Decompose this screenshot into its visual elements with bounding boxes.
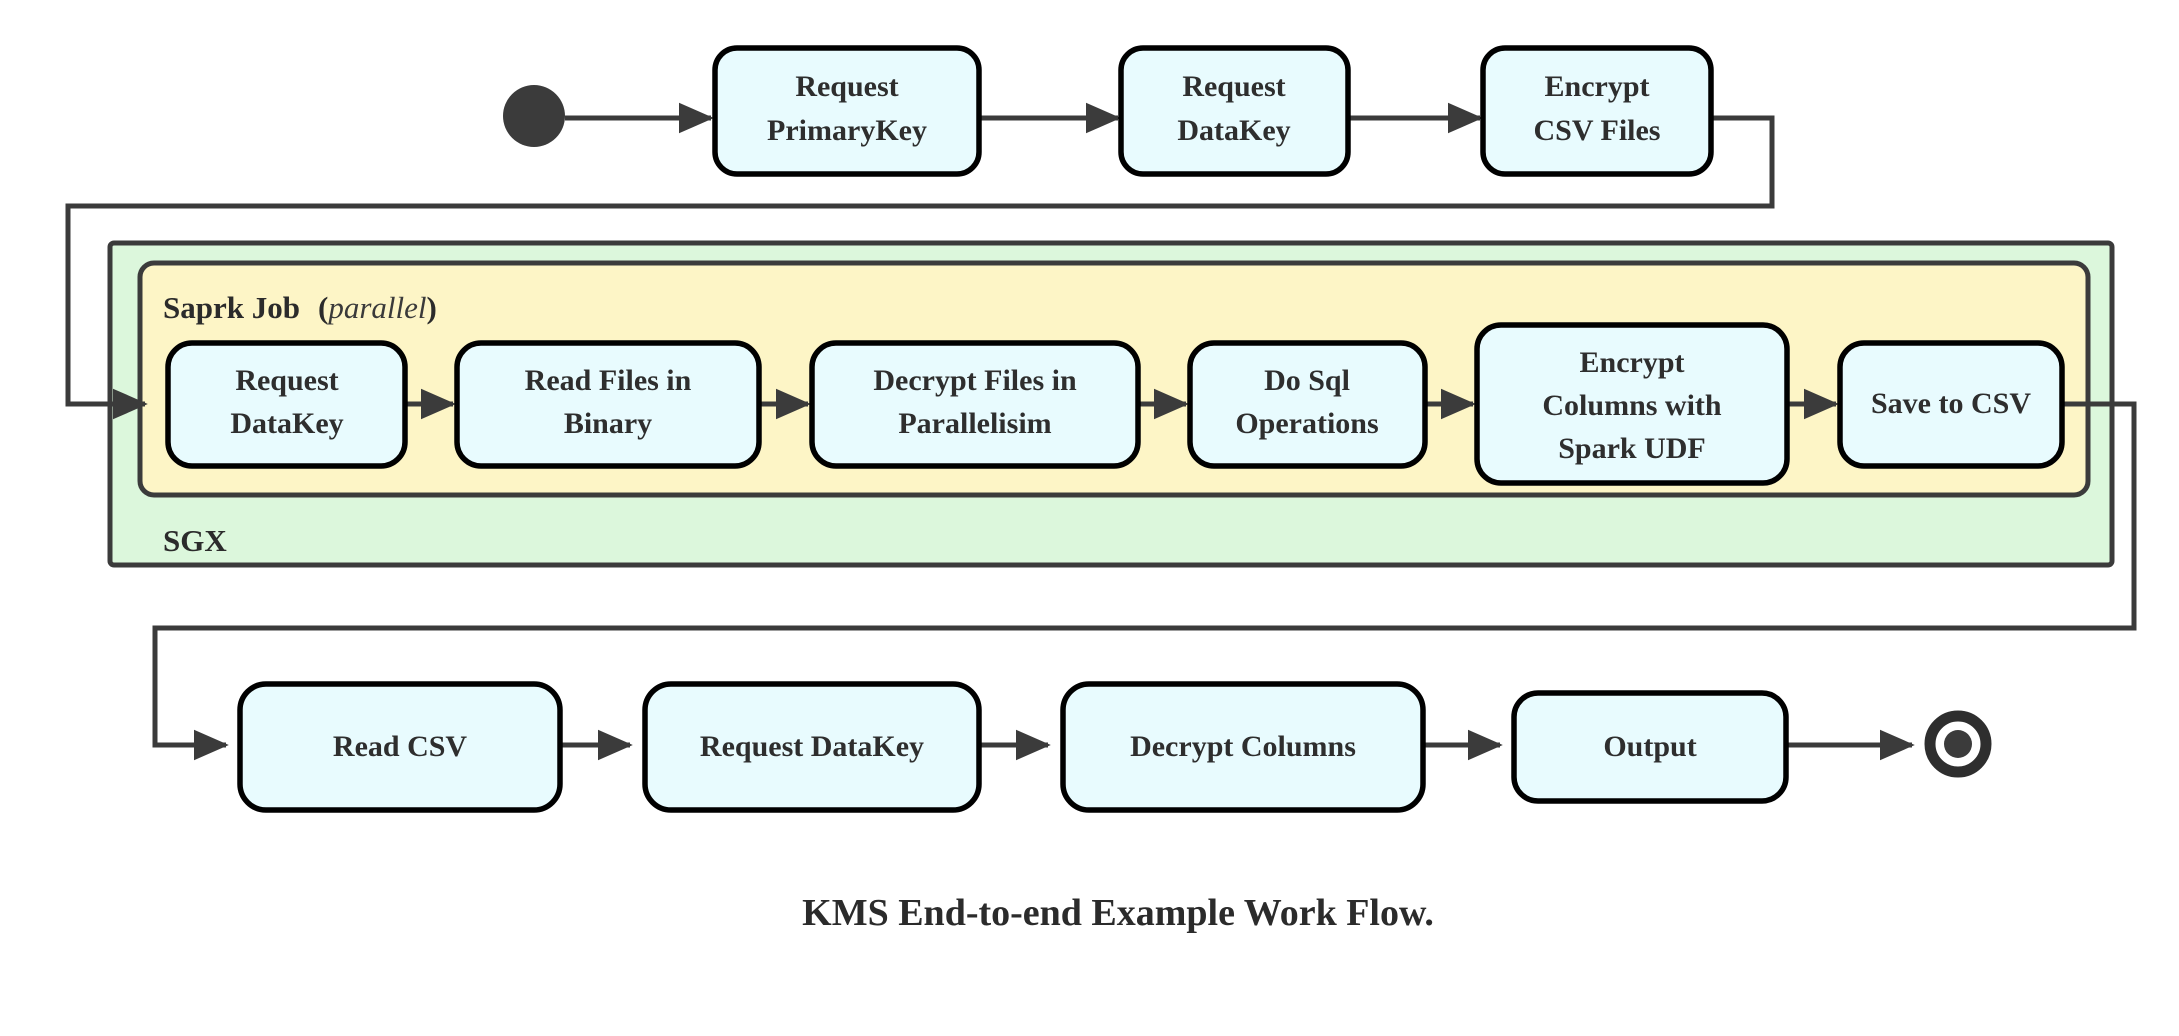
spark-job-label-paren-close: ) xyxy=(426,290,436,325)
spark-job-label-italic: parallel xyxy=(326,290,426,325)
node-output-line1: Output xyxy=(1603,730,1696,763)
node-encrypt-columns-spark-udf-line1: Encrypt xyxy=(1580,346,1685,379)
end-node-dot xyxy=(1944,730,1972,758)
node-decrypt-files-parallelisim-line1: Decrypt Files in xyxy=(873,364,1077,397)
node-request-datakey-mid-line2: DataKey xyxy=(230,407,343,440)
connector-save-csv-to-read-csv xyxy=(152,401,2137,761)
node-save-to-csv-rect xyxy=(1837,340,2065,469)
end-node[interactable] xyxy=(1924,710,1992,778)
node-request-datakey-top-line2: DataKey xyxy=(1177,114,1290,147)
node-do-sql-operations-line1: Do Sql xyxy=(1264,364,1350,397)
spark-job-label-bold: Saprk Job xyxy=(163,290,300,325)
node-encrypt-csv-files-rect xyxy=(1480,45,1714,177)
diagram-caption: KMS End-to-end Example Work Flow. xyxy=(802,892,1434,934)
node-read-csv-rect xyxy=(237,681,563,813)
node-read-files-binary-line2: Binary xyxy=(564,407,652,440)
node-decrypt-columns[interactable]: Decrypt Columns xyxy=(1060,681,1426,813)
node-request-datakey-bottom[interactable]: Request DataKey xyxy=(642,681,982,813)
node-read-files-binary[interactable]: Read Files in Binary xyxy=(454,340,762,469)
node-request-datakey-top-line1: Request xyxy=(1182,70,1285,103)
node-decrypt-files-parallelisim[interactable]: Decrypt Files in Parallelisim xyxy=(809,340,1141,469)
spark-job-container-label: Saprk Job (parallel) xyxy=(163,290,437,325)
node-encrypt-columns-spark-udf-line3: Spark UDF xyxy=(1558,432,1706,465)
node-request-datakey-bottom-rect xyxy=(642,681,982,813)
node-output[interactable]: Output xyxy=(1511,690,1789,804)
node-do-sql-operations-rect xyxy=(1187,340,1428,469)
node-request-datakey-mid-line1: Request xyxy=(235,364,338,397)
node-encrypt-columns-spark-udf-rect xyxy=(1474,322,1790,486)
node-do-sql-operations-line2: Operations xyxy=(1235,407,1378,440)
node-do-sql-operations[interactable]: Do Sql Operations xyxy=(1187,340,1428,469)
node-decrypt-columns-line1: Decrypt Columns xyxy=(1130,730,1356,763)
node-read-csv-line1: Read CSV xyxy=(333,730,468,763)
start-node[interactable] xyxy=(503,85,565,147)
node-request-datakey-top-rect xyxy=(1118,45,1351,177)
node-read-files-binary-rect xyxy=(454,340,762,469)
node-decrypt-files-parallelisim-rect xyxy=(809,340,1141,469)
sgx-container-label: SGX xyxy=(163,523,227,558)
connector-encrypt-csv-to-request-datakey-mid xyxy=(65,115,1775,420)
node-save-to-csv-line1: Save to CSV xyxy=(1871,387,2031,420)
node-request-datakey-mid-rect xyxy=(165,340,408,469)
spark-job-label-paren-open: ( xyxy=(318,290,328,325)
node-request-primarykey-line1: Request xyxy=(795,70,898,103)
node-encrypt-csv-files-line2: CSV Files xyxy=(1534,114,1661,147)
node-decrypt-files-parallelisim-line2: Parallelisim xyxy=(898,407,1051,440)
node-request-primarykey-line2: PrimaryKey xyxy=(767,114,927,147)
node-encrypt-csv-files-line1: Encrypt xyxy=(1545,70,1650,103)
node-decrypt-columns-rect xyxy=(1060,681,1426,813)
node-request-datakey-bottom-line1: Request DataKey xyxy=(700,730,924,763)
node-request-datakey-mid[interactable]: Request DataKey xyxy=(165,340,408,469)
node-encrypt-columns-spark-udf[interactable]: Encrypt Columns with Spark UDF xyxy=(1474,322,1790,486)
node-request-primarykey-rect xyxy=(712,45,982,177)
node-read-csv[interactable]: Read CSV xyxy=(237,681,563,813)
node-output-rect xyxy=(1511,690,1789,804)
node-encrypt-columns-spark-udf-line2: Columns with xyxy=(1542,389,1722,422)
node-save-to-csv[interactable]: Save to CSV xyxy=(1837,340,2065,469)
node-request-primarykey[interactable]: Request PrimaryKey xyxy=(712,45,982,177)
node-read-files-binary-line1: Read Files in xyxy=(525,364,692,397)
node-encrypt-csv-files[interactable]: Encrypt CSV Files xyxy=(1480,45,1714,177)
node-request-datakey-top[interactable]: Request DataKey xyxy=(1118,45,1351,177)
